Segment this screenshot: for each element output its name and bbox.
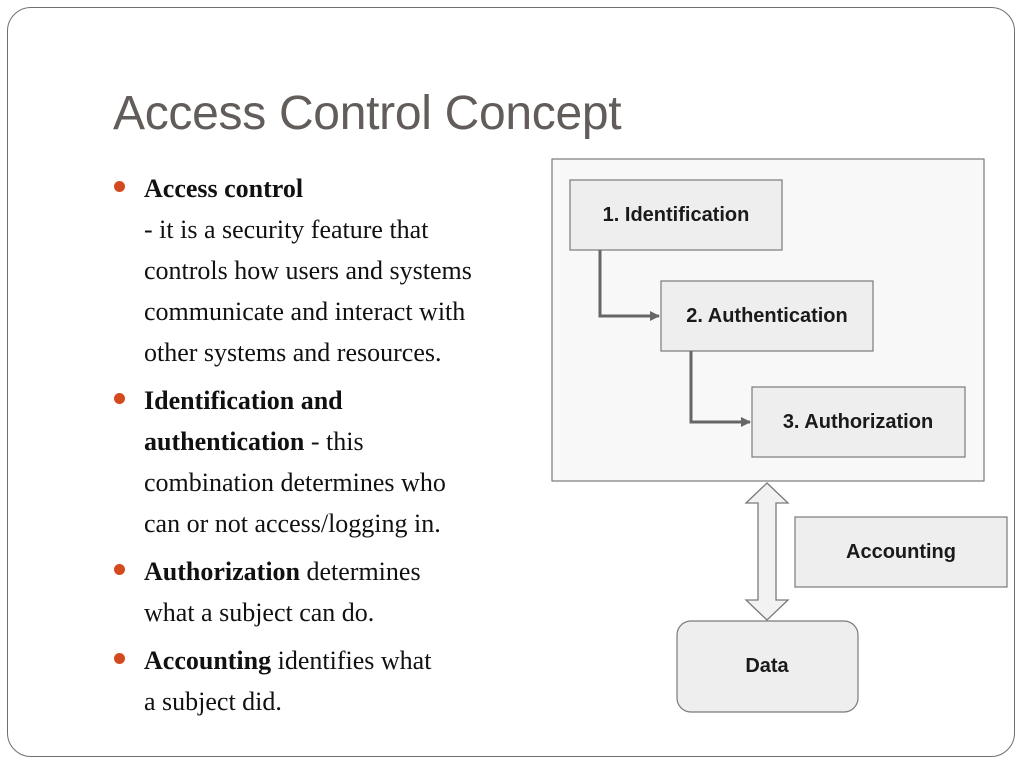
slide-frame	[7, 7, 1015, 757]
bullet-text: determines	[300, 557, 421, 586]
bullet-line: - it is a security feature that	[144, 215, 429, 244]
data-box	[676, 620, 859, 713]
step-label: 1. Identification	[603, 204, 750, 226]
bullet-line: a subject did.	[144, 687, 282, 716]
bullet-line: what a subject can do.	[144, 598, 375, 627]
step-box-authentication	[660, 280, 874, 352]
data-label: Data	[745, 655, 789, 677]
bullet-accounting: Accounting identifies what a subject did…	[114, 640, 534, 722]
step-box-authorization	[751, 386, 966, 458]
accounting-label: Accounting	[846, 541, 956, 563]
bullet-line: Access control	[144, 168, 534, 209]
bullet-line: communicate and interact with	[144, 297, 466, 326]
bullet-line: can or not access/logging in.	[144, 509, 441, 538]
step-label: 3. Authorization	[783, 411, 933, 433]
bullet-term: Accounting	[144, 646, 272, 675]
bullet-text: identifies what	[271, 646, 432, 675]
bullet-line: Authorization determines	[144, 551, 534, 592]
bullet-access-control: Access control - it is a security featur…	[114, 168, 534, 373]
bullet-line: controls how users and systems	[144, 256, 472, 285]
connector-arrow	[689, 351, 751, 427]
bullet-term: Authorization	[144, 557, 300, 586]
bullet-authorization: Authorization determines what a subject …	[114, 551, 534, 633]
bullet-term: authentication	[144, 427, 305, 456]
double-arrow-icon	[744, 482, 790, 621]
bullet-term: Access control	[144, 174, 304, 203]
bullet-dot-icon	[114, 181, 125, 192]
connector-arrow	[598, 250, 660, 321]
bullet-line: other systems and resources.	[144, 338, 442, 367]
bullet-text: - this	[304, 427, 364, 456]
accounting-box	[794, 516, 1008, 588]
bullet-identification-authentication: Identification and authentication - this…	[114, 380, 534, 544]
step-label: 2. Authentication	[686, 305, 847, 327]
bullet-dot-icon	[114, 653, 125, 664]
bullet-line: combination determines who	[144, 468, 446, 497]
bullet-list: Access control - it is a security featur…	[114, 168, 534, 722]
bullet-line: Identification and	[144, 380, 534, 421]
step-box-identification	[569, 179, 783, 251]
bullet-dot-icon	[114, 564, 125, 575]
slide-title: Access Control Concept	[113, 87, 622, 140]
bullet-line: Accounting identifies what	[144, 640, 534, 681]
bullet-term: Identification and	[144, 386, 343, 415]
bullet-dot-icon	[114, 393, 125, 404]
bullet-line: authentication - this	[144, 421, 534, 462]
